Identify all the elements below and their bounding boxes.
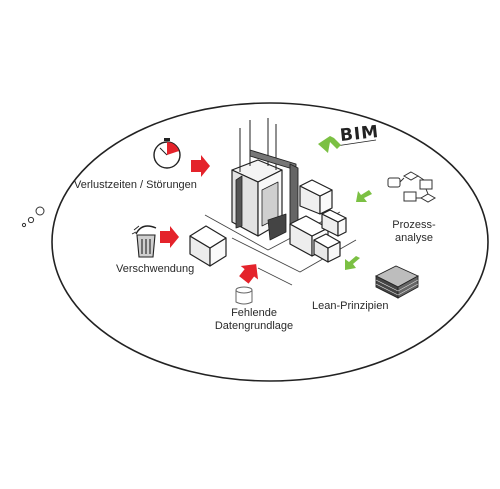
label-prozess-line1: Prozess- bbox=[392, 219, 436, 231]
green-arrow-prozessanalyse bbox=[356, 190, 372, 202]
thought-bubble-ellipse bbox=[51, 102, 489, 382]
problem-arrows bbox=[160, 155, 259, 284]
solution-arrows bbox=[318, 136, 372, 270]
trash-can-icon bbox=[131, 225, 157, 258]
red-arrow-verlustzeiten bbox=[191, 155, 210, 177]
stopwatch-icon bbox=[153, 138, 181, 169]
red-arrow-verschwendung bbox=[160, 226, 179, 248]
green-arrow-bim bbox=[318, 136, 341, 153]
label-prozessanalyse: Prozess- analyse bbox=[384, 219, 444, 245]
construction-site-icon bbox=[189, 118, 357, 286]
bim-underline bbox=[335, 139, 377, 147]
layered-block-icon bbox=[374, 265, 420, 299]
thought-dot-medium bbox=[27, 216, 35, 224]
label-fehlende-line2: Datengrundlage bbox=[214, 320, 294, 332]
thought-dot-small bbox=[21, 222, 27, 228]
label-prozess-line2: analyse bbox=[395, 232, 433, 244]
red-arrow-datengrundlage bbox=[239, 264, 259, 284]
label-fehlende-datengrundlage: Fehlende Datengrundlage bbox=[212, 307, 296, 333]
label-fehlende-line1: Fehlende bbox=[231, 307, 277, 319]
label-lean-prinzipien: Lean-Prinzipien bbox=[312, 300, 389, 312]
label-bim: BIM bbox=[339, 122, 381, 146]
label-verlustzeiten: Verlustzeiten / Störungen bbox=[74, 179, 197, 191]
green-arrow-lean bbox=[345, 256, 360, 270]
thought-dot-large bbox=[35, 206, 45, 216]
flowchart-icon bbox=[387, 171, 437, 203]
database-icon bbox=[235, 286, 253, 305]
label-verschwendung: Verschwendung bbox=[116, 263, 195, 275]
